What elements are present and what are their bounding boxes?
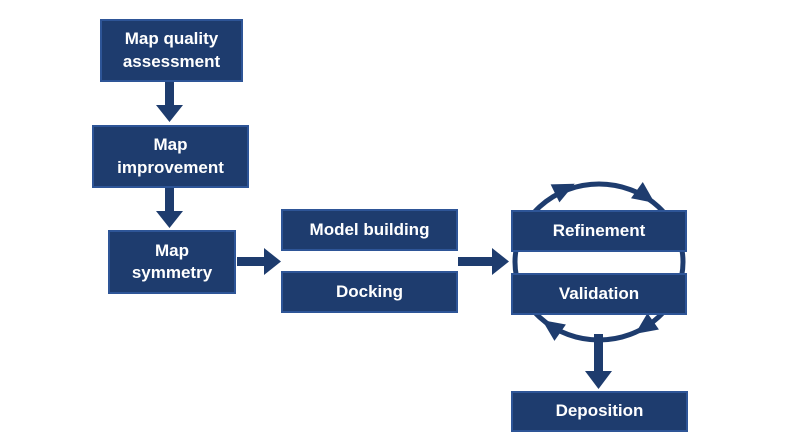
node-model-building: Model building: [281, 209, 458, 251]
cycle-arrowhead-bottom-left-icon: [542, 320, 566, 341]
cycle-arrowhead-top-left-icon: [550, 183, 575, 203]
arrow-modelbuilding-to-refinement: [458, 248, 509, 275]
node-docking: Docking: [281, 271, 458, 313]
cycle-arrowhead-top-right-icon: [631, 182, 655, 204]
node-deposition: Deposition: [511, 391, 688, 432]
arrow-improvement-to-symmetry: [156, 188, 183, 228]
cycle-arrowhead-bottom-right-icon: [635, 313, 659, 334]
arrow-quality-to-improvement: [156, 82, 183, 122]
node-validation: Validation: [511, 273, 687, 315]
node-map-quality-assessment: Map quality assessment: [100, 19, 243, 82]
arrow-symmetry-to-modelbuilding: [237, 248, 281, 275]
arrow-cycle-to-deposition: [585, 334, 612, 389]
node-map-symmetry: Map symmetry: [108, 230, 236, 294]
node-refinement: Refinement: [511, 210, 687, 252]
node-map-improvement: Map improvement: [92, 125, 249, 188]
cycle-arrow-circle: [512, 181, 686, 343]
